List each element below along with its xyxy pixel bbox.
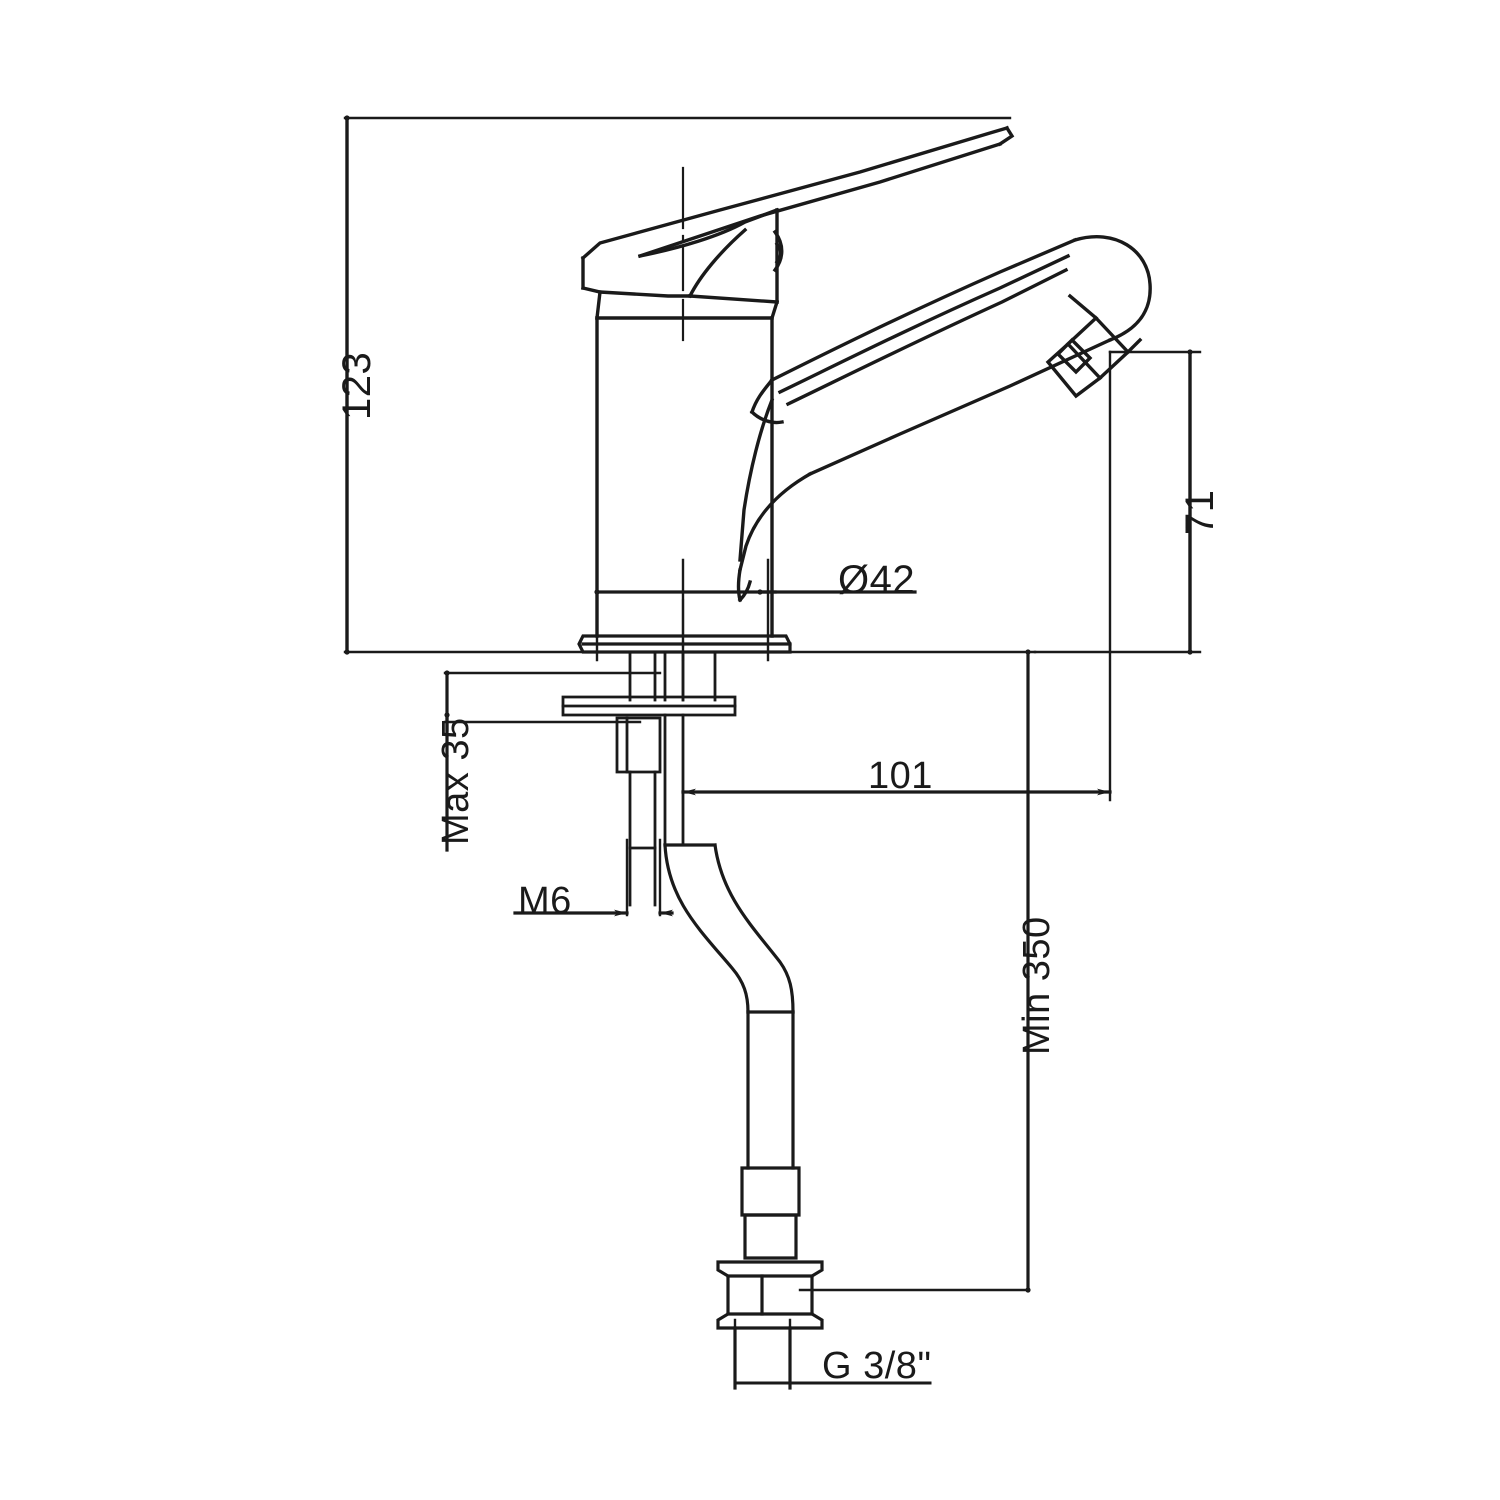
supply-hose [663,843,824,1390]
dimension-label-min-hose-length: Min 350 [1016,916,1058,1055]
dimension-label-supply-thread: G 3/8" [822,1345,932,1387]
base-plate [577,634,792,654]
mounting-shank [561,650,737,907]
extension-lines [343,116,1202,802]
dimension-min-hose-length [798,649,1031,1293]
spout [736,234,1152,603]
dimension-label-max-deck-thickness: Max 35 [435,717,477,845]
dimension-max-deck-thickness [443,670,662,852]
dimension-label-overall-height: 123 [335,351,379,420]
faucet-body [595,290,780,638]
dimension-label-spout-height: 71 [1178,489,1222,536]
dimension-label-body-diameter: Ø42 [838,558,916,602]
lever-handle [580,125,1015,304]
dimension-label-stud-thread: M6 [518,880,572,922]
dimension-label-spout-reach: 101 [868,755,933,797]
dimension-stud-thread [513,838,674,917]
